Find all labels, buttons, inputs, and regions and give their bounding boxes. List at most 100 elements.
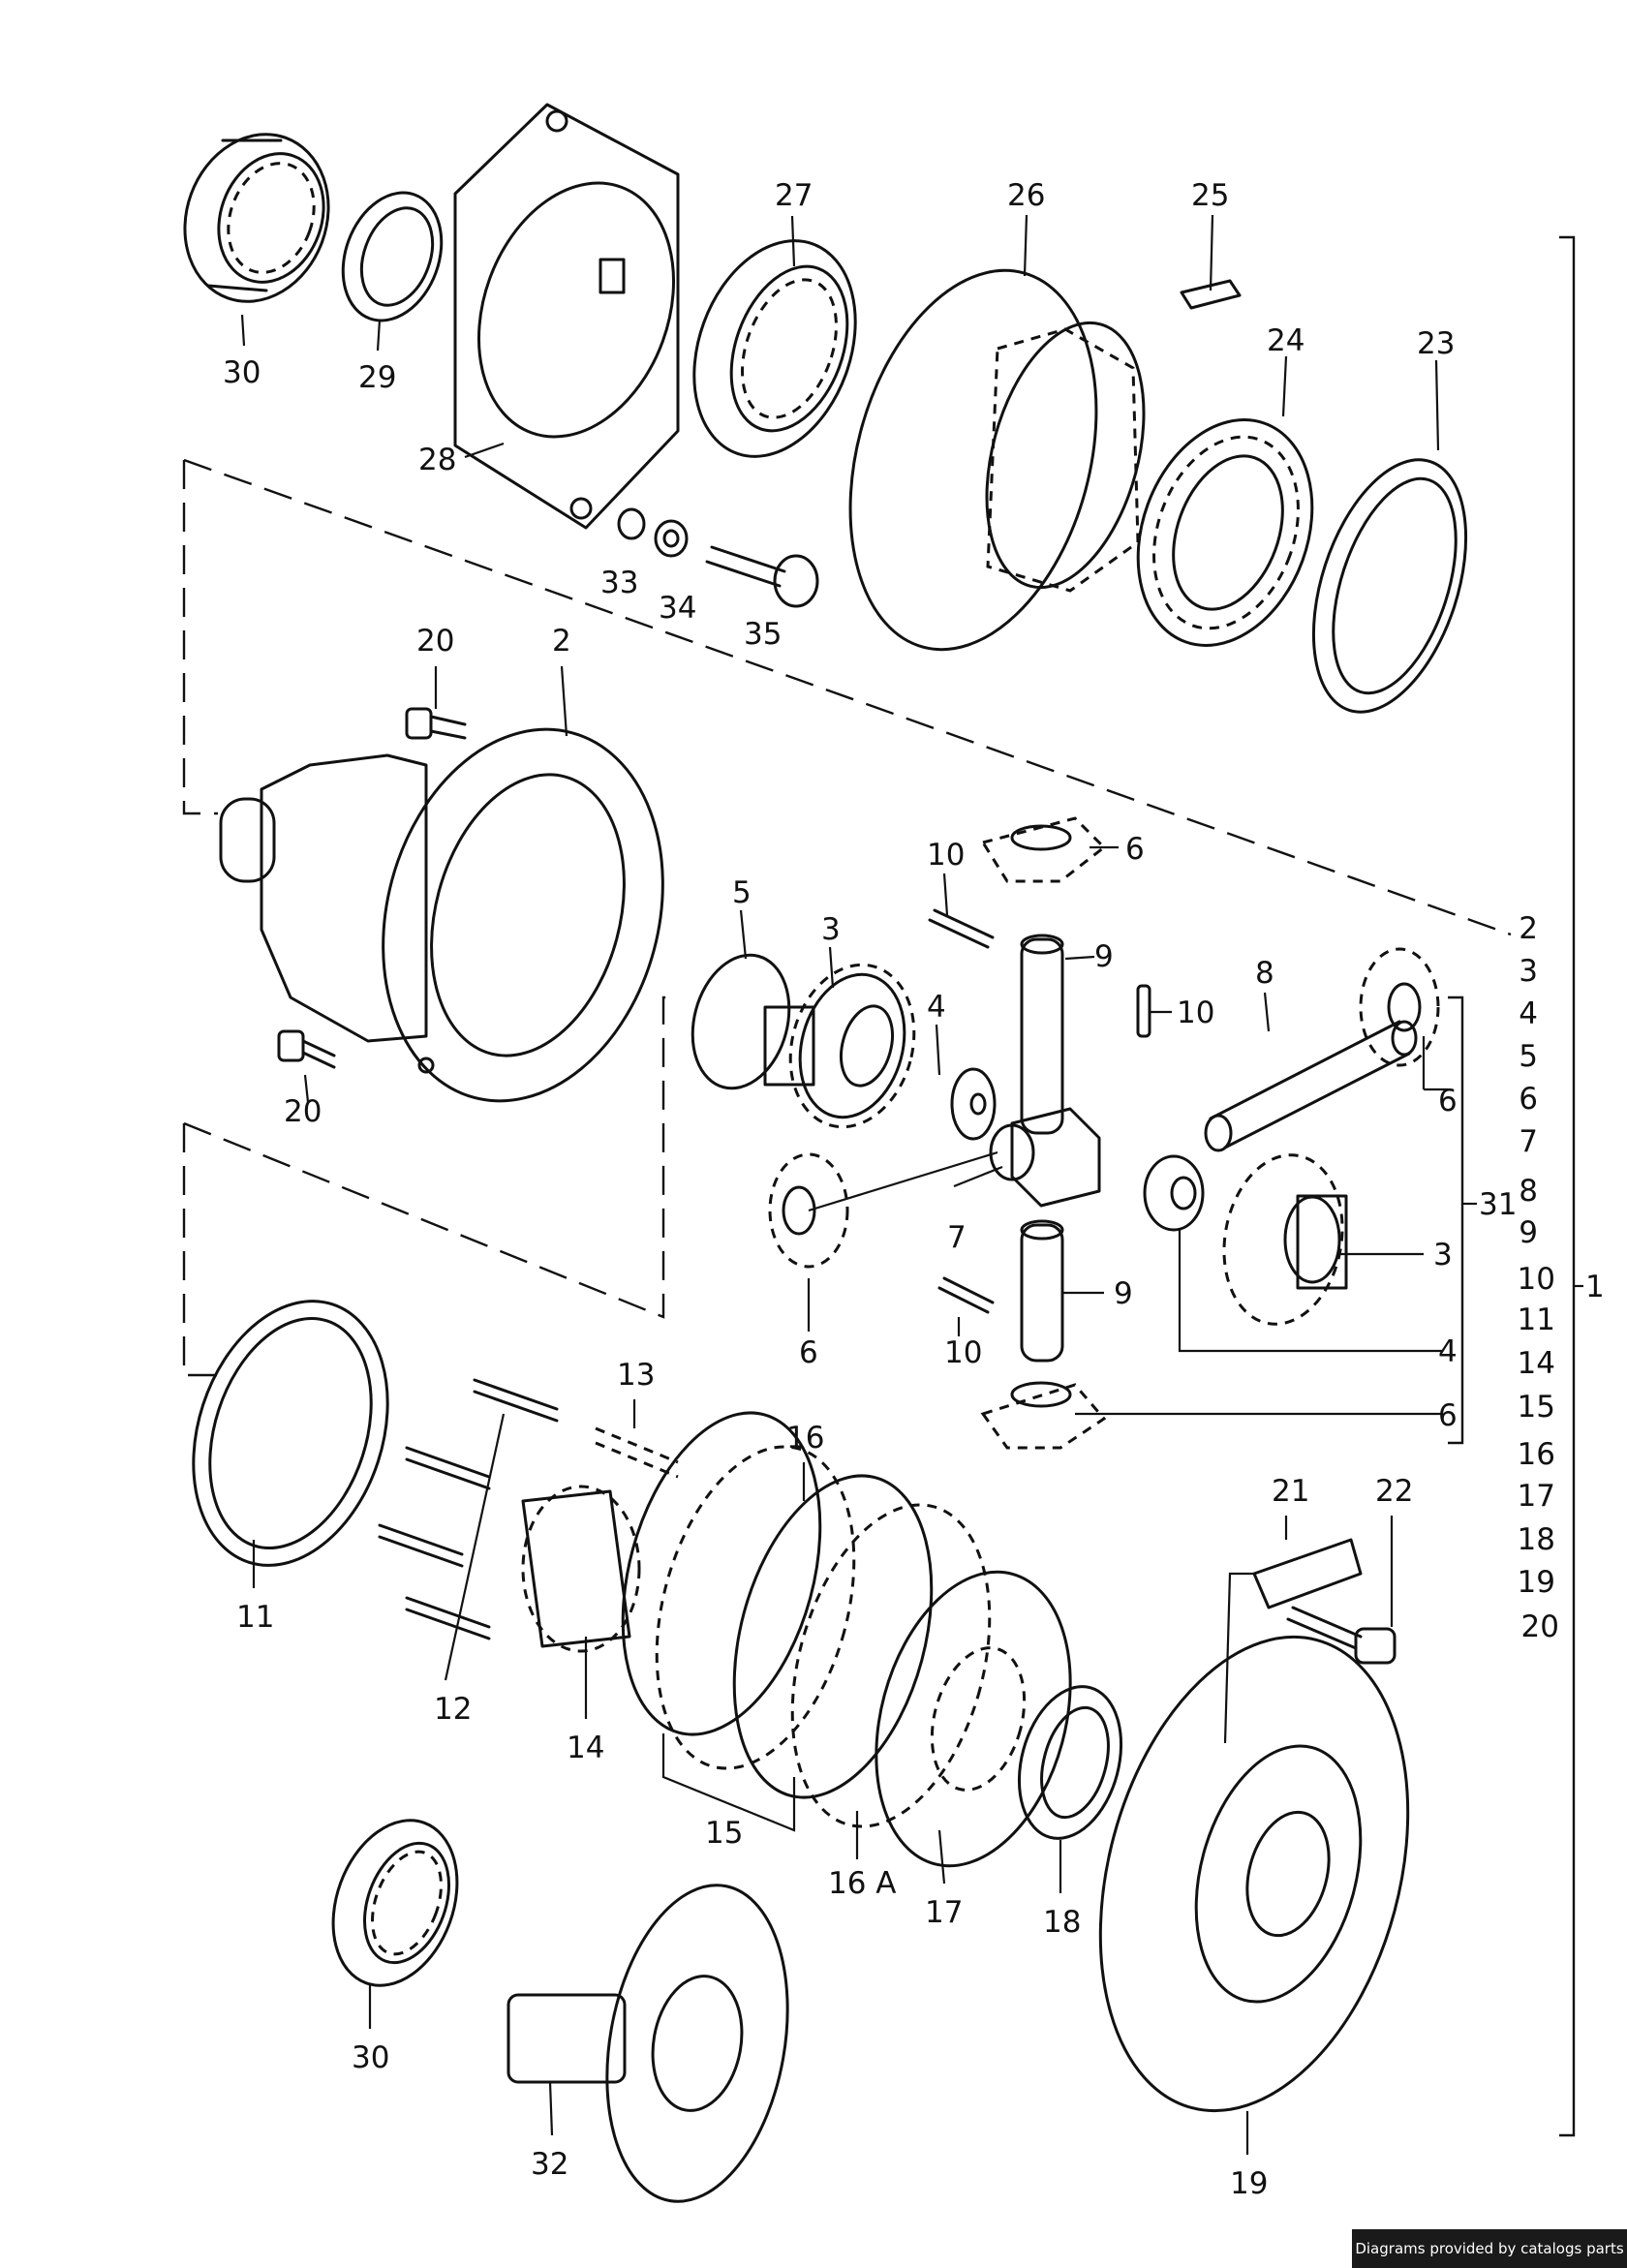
callout-18: 18 xyxy=(1043,1905,1081,1940)
part-7-cross-block xyxy=(989,1107,1101,1208)
callout-32: 32 xyxy=(531,2147,568,2182)
callout-35: 35 xyxy=(744,617,782,652)
callout-31: 31 xyxy=(1479,1187,1517,1222)
part-19-cover xyxy=(1098,1635,1410,2113)
part-23-shim xyxy=(1311,458,1468,714)
callout-16: 16 xyxy=(786,1421,824,1456)
part-34-nut xyxy=(654,519,689,558)
part-6-pinion-right xyxy=(1359,947,1440,1067)
callout-16a: 16 A xyxy=(828,1866,897,1901)
part-10-pin-lower xyxy=(937,1276,995,1314)
callout-19: 19 xyxy=(1230,2166,1268,2201)
callout-1: 1 xyxy=(1585,1270,1605,1304)
callout-24: 24 xyxy=(1267,323,1305,358)
assembly-item: 8 xyxy=(1519,1174,1538,1209)
callout-33: 33 xyxy=(600,566,638,600)
part-3-side-gear-lower xyxy=(1222,1153,1348,1326)
part-26-housing xyxy=(848,268,1146,652)
part-4-thrust-washer-upper xyxy=(950,1067,997,1141)
callout-25: 25 xyxy=(1191,178,1229,213)
part-10-pin-upper xyxy=(928,908,995,949)
callout-10-upper: 10 xyxy=(927,838,965,873)
bracket-1 xyxy=(1559,235,1583,2137)
bracket-31 xyxy=(1448,996,1477,1445)
part-10-pin-middle xyxy=(1136,984,1151,1038)
leader-lines xyxy=(240,214,1448,2155)
callout-13: 13 xyxy=(617,1358,655,1393)
callout-20-bottom: 20 xyxy=(284,1094,322,1129)
part-25-key xyxy=(1180,279,1242,310)
part-9-cross-pin-upper xyxy=(1020,934,1064,1135)
assembly-item: 19 xyxy=(1518,1565,1555,1600)
callout-9-upper: 9 xyxy=(1094,939,1114,974)
assembly-item: 10 xyxy=(1518,1262,1555,1297)
callout-4-upper: 4 xyxy=(927,990,946,1025)
part-20-bolt-top xyxy=(405,707,467,740)
callout-26: 26 xyxy=(1007,178,1045,213)
callout-6-right: 6 xyxy=(1438,1084,1458,1119)
callout-labels: 30 29 28 27 26 25 24 23 33 34 35 20 2 20… xyxy=(223,178,1605,2201)
part-30-bearing-bottom xyxy=(331,1819,459,1987)
callout-10-lower: 10 xyxy=(944,1335,982,1370)
callout-10-middle: 10 xyxy=(1177,996,1214,1030)
callout-21: 21 xyxy=(1272,1474,1309,1509)
part-22-bolt xyxy=(1286,1606,1397,1665)
assembly-item: 15 xyxy=(1518,1390,1555,1425)
assembly-item: 2 xyxy=(1519,911,1538,946)
part-28-flange-plate xyxy=(453,103,680,530)
callout-28: 28 xyxy=(418,443,456,477)
callout-27: 27 xyxy=(775,178,813,213)
assembly-item: 11 xyxy=(1518,1303,1555,1337)
assembly-index-list: 2 3 4 5 6 7 8 9 10 11 14 15 16 17 18 19 … xyxy=(1518,911,1559,1644)
part-17-pressure-plate xyxy=(875,1570,1072,1868)
part-32-output-flange xyxy=(507,1884,789,2203)
assembly-item: 9 xyxy=(1519,1215,1538,1250)
part-14-splined-hub xyxy=(521,1485,641,1653)
assembly-item: 17 xyxy=(1518,1479,1555,1514)
part-6-pinion-left xyxy=(768,1152,849,1269)
dashed-group-lines xyxy=(182,458,1512,1377)
callout-6-bottom: 6 xyxy=(1438,1398,1458,1433)
part-33-washer xyxy=(617,507,646,540)
assembly-item: 4 xyxy=(1519,996,1538,1031)
part-12-studs xyxy=(378,1378,559,1640)
assembly-item: 18 xyxy=(1518,1522,1555,1557)
part-2-differential-case xyxy=(219,727,664,1103)
assembly-item: 16 xyxy=(1518,1437,1555,1472)
callout-4-lower: 4 xyxy=(1438,1334,1458,1369)
part-24-needle-bearing xyxy=(1136,418,1314,647)
credit-badge[interactable]: Diagrams provided by catalogs parts xyxy=(1352,2229,1627,2268)
callout-6-top: 6 xyxy=(1125,832,1145,867)
part-30-bearing-top xyxy=(183,133,330,303)
callout-7: 7 xyxy=(947,1220,967,1255)
callout-9-lower: 9 xyxy=(1114,1276,1133,1311)
callout-34: 34 xyxy=(659,591,696,626)
assembly-item: 14 xyxy=(1518,1346,1555,1381)
callout-30-bottom: 30 xyxy=(352,2040,389,2075)
assembly-item: 6 xyxy=(1519,1082,1538,1117)
part-9-cross-pin-lower xyxy=(1020,1219,1064,1363)
part-13-spring xyxy=(595,1426,679,1479)
part-3-side-gear-upper xyxy=(763,963,916,1129)
assembly-item: 7 xyxy=(1519,1124,1538,1159)
callout-3-upper: 3 xyxy=(821,912,841,947)
callout-3-lower: 3 xyxy=(1433,1238,1453,1272)
part-8-shaft xyxy=(1204,1020,1418,1152)
part-27-bearing xyxy=(692,239,857,458)
assembly-item: 3 xyxy=(1519,954,1538,989)
callout-23: 23 xyxy=(1417,326,1455,361)
part-21-lock-plate xyxy=(1252,1538,1363,1609)
callout-29: 29 xyxy=(358,360,396,395)
callout-11: 11 xyxy=(236,1600,274,1635)
callout-20-top: 20 xyxy=(416,624,454,659)
callout-22: 22 xyxy=(1375,1474,1413,1509)
part-20-bolt-bottom xyxy=(277,1029,336,1069)
assembly-item: 5 xyxy=(1519,1039,1538,1074)
part-15-disc-pack xyxy=(621,1411,934,1799)
part-5-shim xyxy=(691,953,791,1090)
callout-8: 8 xyxy=(1255,956,1274,991)
callout-30-top: 30 xyxy=(223,355,261,390)
part-29-ring-nut xyxy=(341,191,444,322)
